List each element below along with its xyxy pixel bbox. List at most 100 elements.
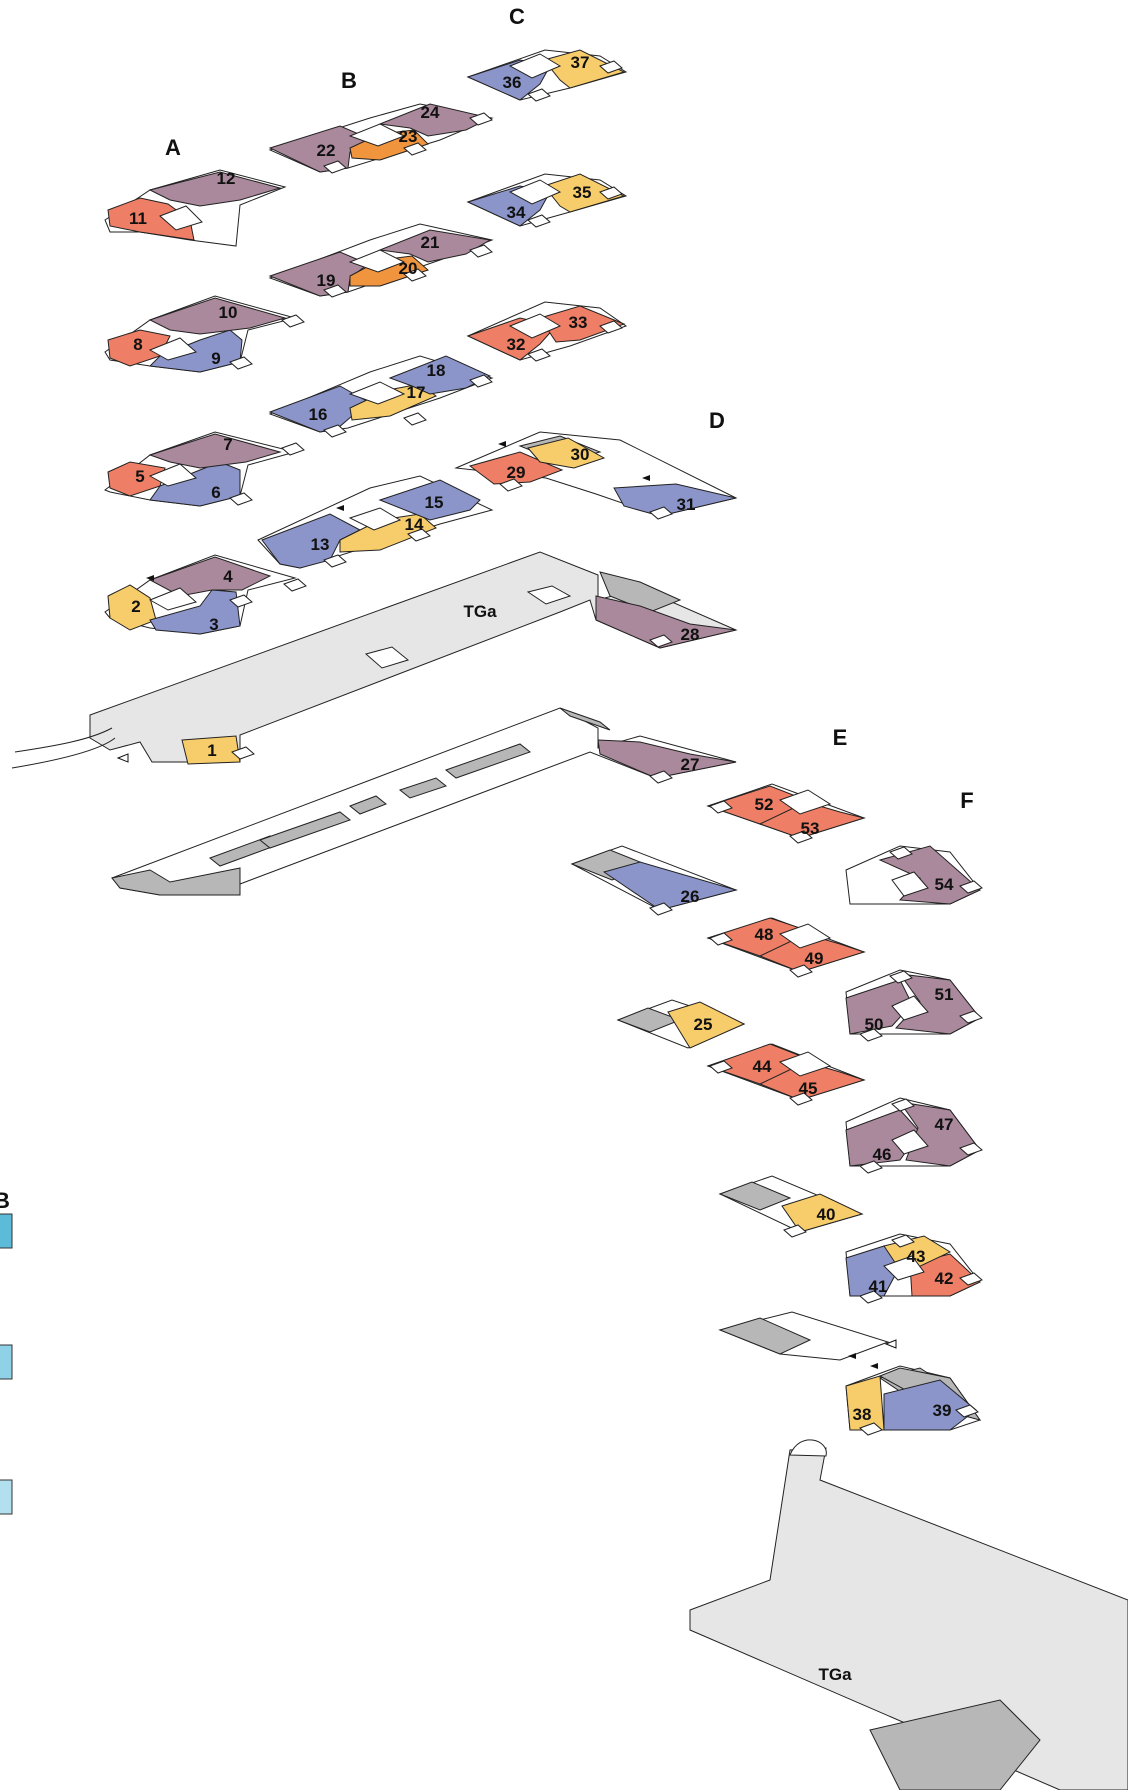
unit-label-23: 23 — [399, 127, 418, 146]
unit-label-11: 11 — [129, 209, 147, 228]
entrance-arrow-icon — [642, 475, 650, 481]
balcony-tab — [229, 492, 253, 506]
garage-opening — [526, 585, 572, 605]
courtyard-opening — [159, 205, 203, 231]
balcony-tab — [859, 1422, 883, 1436]
balcony-tab — [789, 964, 813, 978]
section-label-a: A — [165, 135, 181, 160]
unit-label-36: 36 — [503, 73, 522, 92]
section-label-e: E — [833, 725, 848, 750]
unit-35 — [543, 173, 626, 213]
unit-label-28: 28 — [681, 625, 700, 644]
balcony-tab — [859, 1290, 883, 1304]
unit-label-54: 54 — [935, 875, 954, 894]
balcony-tab — [709, 932, 733, 946]
unit-41 — [845, 1245, 901, 1297]
unit-51 — [894, 973, 981, 1035]
section-label-d: D — [709, 408, 725, 433]
unit-15 — [378, 479, 481, 521]
unit-label-19: 19 — [317, 271, 336, 290]
unit-label-17: 17 — [407, 383, 426, 402]
balcony-tab — [789, 830, 813, 844]
balcony-tab — [709, 1060, 733, 1074]
legend-swatch — [0, 1213, 13, 1249]
unit-label-51: 51 — [935, 985, 954, 1004]
balcony-tab — [499, 478, 523, 492]
courtyard-opening — [148, 463, 198, 487]
unit-54 — [878, 845, 981, 905]
balcony-tab — [283, 578, 307, 592]
parking-bay-row — [258, 811, 352, 849]
balcony-tab — [859, 1028, 883, 1042]
unit-22 — [268, 125, 369, 173]
balcony-tab — [649, 506, 673, 520]
balcony-tab — [281, 442, 305, 456]
unit-label-41: 41 — [869, 1277, 888, 1296]
unit-10 — [148, 297, 287, 335]
unit-31 — [613, 483, 737, 517]
balcony-tab — [789, 1092, 813, 1106]
balcony-tab — [783, 1224, 807, 1238]
garage-label-lower: TGa — [818, 1665, 852, 1684]
balcony-tab — [959, 1272, 983, 1286]
legend-swatch — [0, 1344, 13, 1380]
unit-label-47: 47 — [935, 1115, 954, 1134]
unit-25 — [667, 1001, 746, 1049]
unit-47 — [898, 1101, 981, 1167]
unit-label-3: 3 — [209, 615, 218, 634]
balcony-tab — [229, 594, 253, 608]
unit-label-32: 32 — [507, 335, 526, 354]
unit-label-13: 13 — [311, 535, 330, 554]
unit-40 — [781, 1193, 864, 1233]
legend-heading: B — [0, 1188, 10, 1213]
entrance-arrow-icon — [336, 505, 344, 511]
balcony-tab — [469, 244, 493, 258]
unit-label-52: 52 — [755, 795, 774, 814]
unit-18 — [388, 355, 492, 395]
unit-label-42: 42 — [935, 1269, 954, 1288]
parking-bay-row — [444, 743, 532, 779]
balcony-tab — [323, 424, 347, 438]
balcony-tab — [323, 284, 347, 298]
unit-37 — [543, 49, 626, 89]
balcony-tab — [229, 356, 253, 370]
unit-33 — [539, 305, 626, 343]
courtyard-opening — [508, 313, 562, 339]
balcony-tab — [891, 1098, 915, 1112]
balcony-tab — [403, 142, 427, 156]
unit-label-2: 2 — [131, 597, 140, 616]
courtyard-opening — [778, 789, 832, 815]
balcony-tab — [469, 112, 493, 126]
unit-label-45: 45 — [799, 1079, 818, 1098]
courtyard-opening — [508, 179, 562, 205]
balcony-tab — [955, 1404, 979, 1418]
balcony-tab — [469, 374, 493, 388]
stair-block — [718, 1181, 792, 1211]
balcony-tab — [527, 88, 551, 102]
unit-label-21: 21 — [421, 233, 440, 252]
garage-plate-bottom — [689, 1447, 1128, 1790]
garage-plates — [11, 551, 1128, 1790]
unit-label-14: 14 — [405, 515, 424, 534]
courtyard-opening — [891, 995, 929, 1021]
unit-label-43: 43 — [907, 1247, 926, 1266]
garage-label-upper: TGa — [463, 602, 497, 621]
unit-24 — [378, 103, 492, 137]
courtyard-opening — [348, 381, 406, 405]
ramp-block — [111, 867, 241, 896]
unit-9 — [148, 329, 243, 373]
apartment-units — [107, 49, 983, 1436]
balcony-tab — [959, 880, 983, 894]
unit-1 — [181, 735, 241, 765]
unit-label-26: 26 — [681, 887, 700, 906]
balcony-tab — [527, 214, 551, 228]
unit-label-12: 12 — [217, 169, 236, 188]
garage-opening — [789, 1439, 827, 1457]
unit-4 — [148, 556, 272, 597]
unit-11 — [107, 197, 195, 241]
stair-block — [599, 571, 682, 613]
balcony-tab — [599, 320, 623, 334]
balcony-tab — [649, 634, 673, 648]
unit-39 — [883, 1379, 977, 1431]
unit-label-33: 33 — [569, 313, 588, 332]
